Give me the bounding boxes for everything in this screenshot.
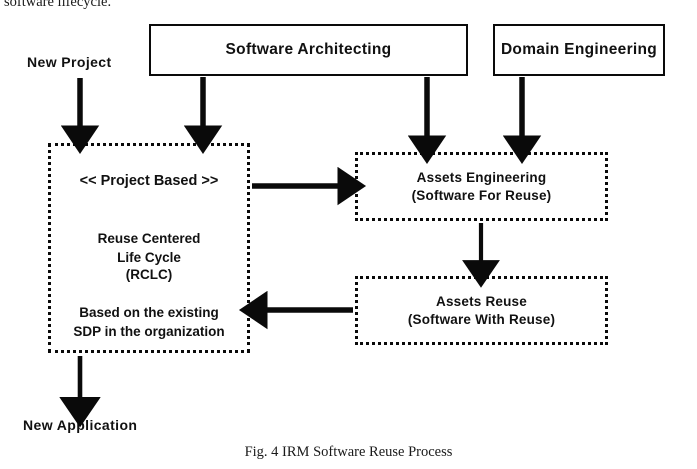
rclc-note-line-1: Based on the existing [79,305,219,320]
box-domain-engineering-label: Domain Engineering [500,40,658,58]
rclc-stereotype-label: << Project Based >> [79,173,219,189]
rclc-title-line-2: Life Cycle [117,250,181,265]
running-text-above-figure: software lifecycle. [4,0,112,10]
assets-reuse-line-1: Assets Reuse [436,293,527,309]
box-assets-reuse: Assets Reuse (Software With Reuse) [355,276,608,345]
box-software-architecting: Software Architecting [149,24,468,76]
label-new-project: New Project [27,54,112,70]
box-software-architecting-label: Software Architecting [225,40,392,58]
rclc-title-line-3: (RCLC) [125,267,173,282]
assets-engineering-line-2: (Software For Reuse) [411,187,552,203]
box-reuse-centered-life-cycle: << Project Based >> Reuse Centered Life … [48,143,250,353]
assets-reuse-line-2: (Software With Reuse) [407,311,556,327]
label-new-application: New Application [23,417,138,433]
box-assets-engineering-label: Assets Engineering (Software For Reuse) [412,169,552,205]
assets-engineering-line-1: Assets Engineering [416,169,547,185]
box-assets-reuse-label: Assets Reuse (Software With Reuse) [408,293,555,329]
figure-caption: Fig. 4 IRM Software Reuse Process [244,444,453,460]
box-domain-engineering: Domain Engineering [493,24,665,76]
box-assets-engineering: Assets Engineering (Software For Reuse) [355,152,608,221]
rclc-title-line-1: Reuse Centered [97,231,201,246]
rclc-note-line-2: SDP in the organization [73,324,225,339]
